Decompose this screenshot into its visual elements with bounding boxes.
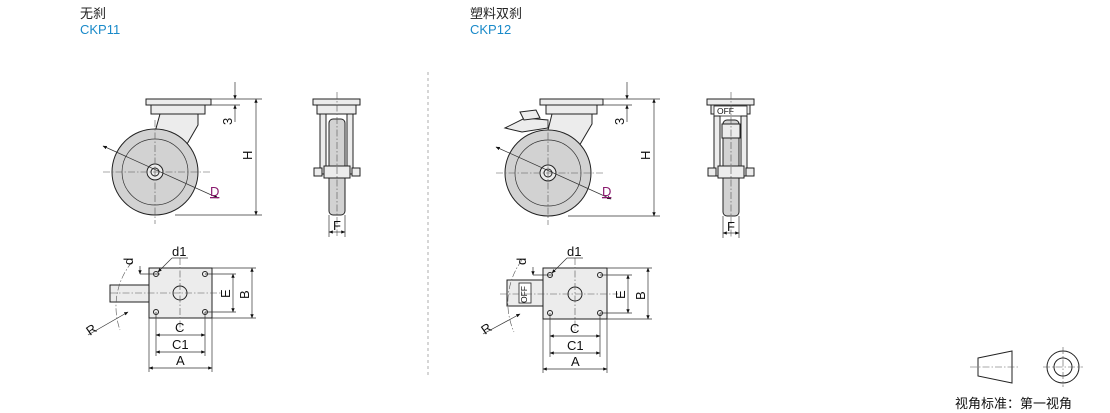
ckp12-top-view: OFF d d1 E B R C bbox=[478, 244, 652, 373]
variant-name: 塑料双刹 bbox=[470, 6, 523, 21]
dim-d1-label: d1 bbox=[172, 244, 186, 259]
ckp11-top-view: d d1 E B R C C1 A bbox=[83, 244, 256, 372]
off-label-top: OFF bbox=[519, 286, 529, 303]
dim-H-label: H bbox=[638, 151, 653, 160]
dim-R-label: R bbox=[83, 321, 99, 339]
dim-d-label: d bbox=[121, 258, 136, 265]
dim-C1-label: C1 bbox=[567, 338, 584, 353]
dim-A-label: A bbox=[571, 354, 580, 369]
dim-d1-label: d1 bbox=[567, 244, 581, 259]
dim-E-label: E bbox=[218, 289, 233, 298]
variant-title-ckp12: 塑料双刹 CKP12 bbox=[470, 6, 522, 38]
dim-d-label: d bbox=[514, 258, 529, 265]
first-angle-projection-icon bbox=[970, 347, 1083, 387]
dim-3-label: 3 bbox=[612, 118, 627, 125]
variant-code: CKP11 bbox=[80, 22, 121, 37]
projection-standard-label: 视角标准：第一视角 bbox=[955, 396, 1073, 411]
dim-C-label: C bbox=[570, 321, 579, 336]
dim-A-label: A bbox=[176, 353, 185, 368]
dim-D-label: D bbox=[602, 184, 611, 199]
dim-F-label: F bbox=[333, 218, 341, 233]
dim-3-label: 3 bbox=[220, 118, 235, 125]
dim-E-label: E bbox=[613, 290, 628, 299]
dim-B-label: B bbox=[633, 291, 648, 300]
variant-title-ckp11: 无刹 CKP11 bbox=[80, 6, 120, 38]
off-label: OFF bbox=[717, 106, 734, 116]
ckp12-side-view: D 3 H bbox=[495, 82, 660, 225]
dim-B-label: B bbox=[237, 290, 252, 299]
ckp11-front-view: F bbox=[312, 92, 361, 237]
dim-D-label: D bbox=[210, 184, 219, 199]
dim-C1-label: C1 bbox=[172, 337, 189, 352]
dim-R-label: R bbox=[478, 320, 494, 338]
ckp11-side-view: D 3 H bbox=[102, 82, 262, 224]
ckp12-front-view: OFF F bbox=[706, 92, 755, 238]
dim-F-label: F bbox=[727, 219, 735, 234]
variant-code: CKP12 bbox=[470, 22, 512, 37]
variant-name: 无刹 bbox=[80, 6, 107, 21]
dim-C-label: C bbox=[175, 320, 184, 335]
dim-H-label: H bbox=[240, 151, 255, 160]
